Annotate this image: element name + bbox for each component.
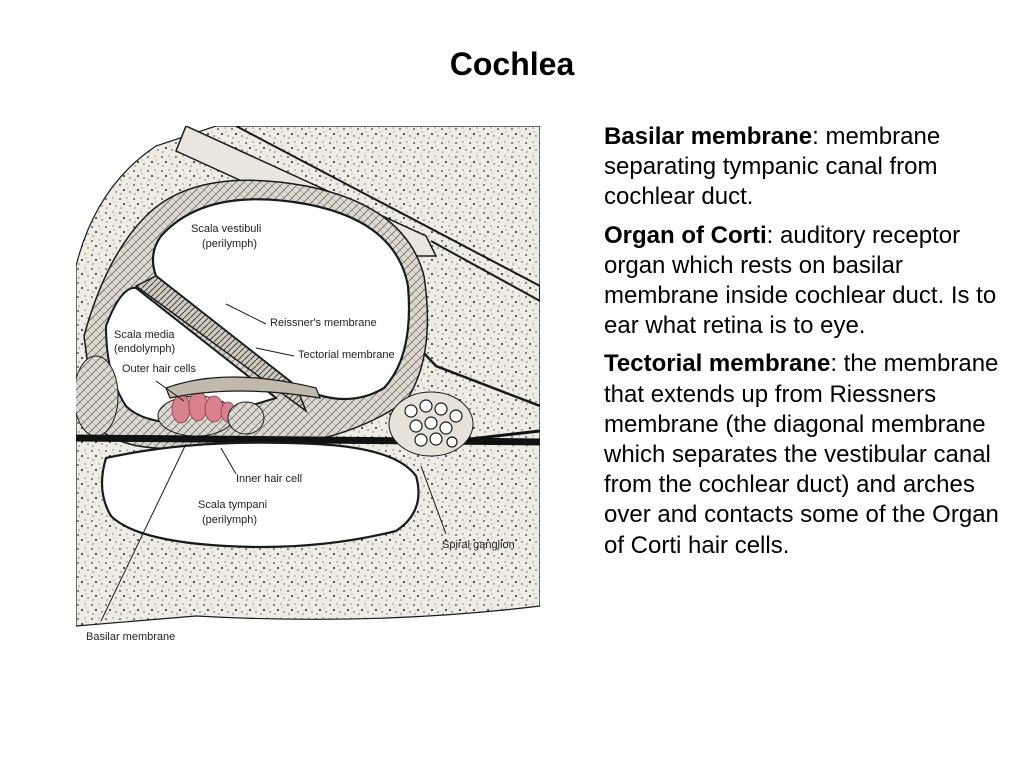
- definition-separator: :: [766, 221, 774, 249]
- label-inner-hair-cell: Inner hair cell: [236, 473, 302, 485]
- definition-term: Tectorial membrane: [604, 350, 831, 378]
- definition-text: membrane separating tympanic canal from …: [604, 123, 941, 211]
- label-reissners-membrane: Reissner's membrane: [270, 317, 377, 329]
- label-scala-vestibuli: Scala vestibuli: [191, 223, 261, 235]
- label-tectorial-membrane: Tectorial membrane: [298, 349, 395, 361]
- definition-term: Organ of Corti: [604, 221, 767, 249]
- definition-separator: :: [830, 350, 837, 378]
- definitions-list: Basilar membrane: membrane separating ty…: [604, 122, 1004, 569]
- slide-title: Cochlea: [449, 46, 575, 82]
- definition-basilar-membrane: Basilar membrane: membrane separating ty…: [604, 122, 1004, 213]
- leader-lines: [100, 303, 447, 622]
- basilar-membrane-line: [76, 434, 540, 446]
- definition-separator: :: [812, 123, 819, 150]
- label-scala-media: Scala media: [114, 329, 175, 341]
- definition-organ-of-corti: Organ of Corti: auditory receptor organ …: [604, 221, 1004, 342]
- scala-tympani-chamber: [100, 441, 420, 549]
- organ-of-corti: [76, 355, 265, 437]
- definition-term: Basilar membrane: [604, 123, 813, 150]
- label-basilar-membrane: Basilar membrane: [86, 631, 175, 643]
- definition-text: the membrane that extends up from Riessn…: [604, 350, 999, 559]
- label-spiral-ganglion: Spiral ganglion: [442, 539, 515, 551]
- tectorial-membrane-shape: [165, 376, 321, 399]
- label-scala-tympani-fluid: (perilymph): [202, 514, 257, 526]
- label-scala-vestibuli-fluid: (perilymph): [202, 238, 257, 250]
- label-outer-hair-cells: Outer hair cells: [122, 363, 196, 375]
- definition-tectorial-membrane: Tectorial membrane: the membrane that ex…: [604, 349, 1004, 560]
- label-scala-media-fluid: (endolymph): [114, 343, 175, 355]
- label-scala-tympani: Scala tympani: [198, 499, 267, 511]
- cochlea-cross-section-illustration: Scala vestibuli (perilymph) Reissner's m…: [76, 126, 540, 643]
- cochlea-diagram: Scala vestibuli (perilymph) Reissner's m…: [76, 126, 540, 646]
- definition-text: auditory receptor organ which rests on b…: [604, 221, 997, 340]
- spiral-ganglion-cluster: [388, 391, 474, 457]
